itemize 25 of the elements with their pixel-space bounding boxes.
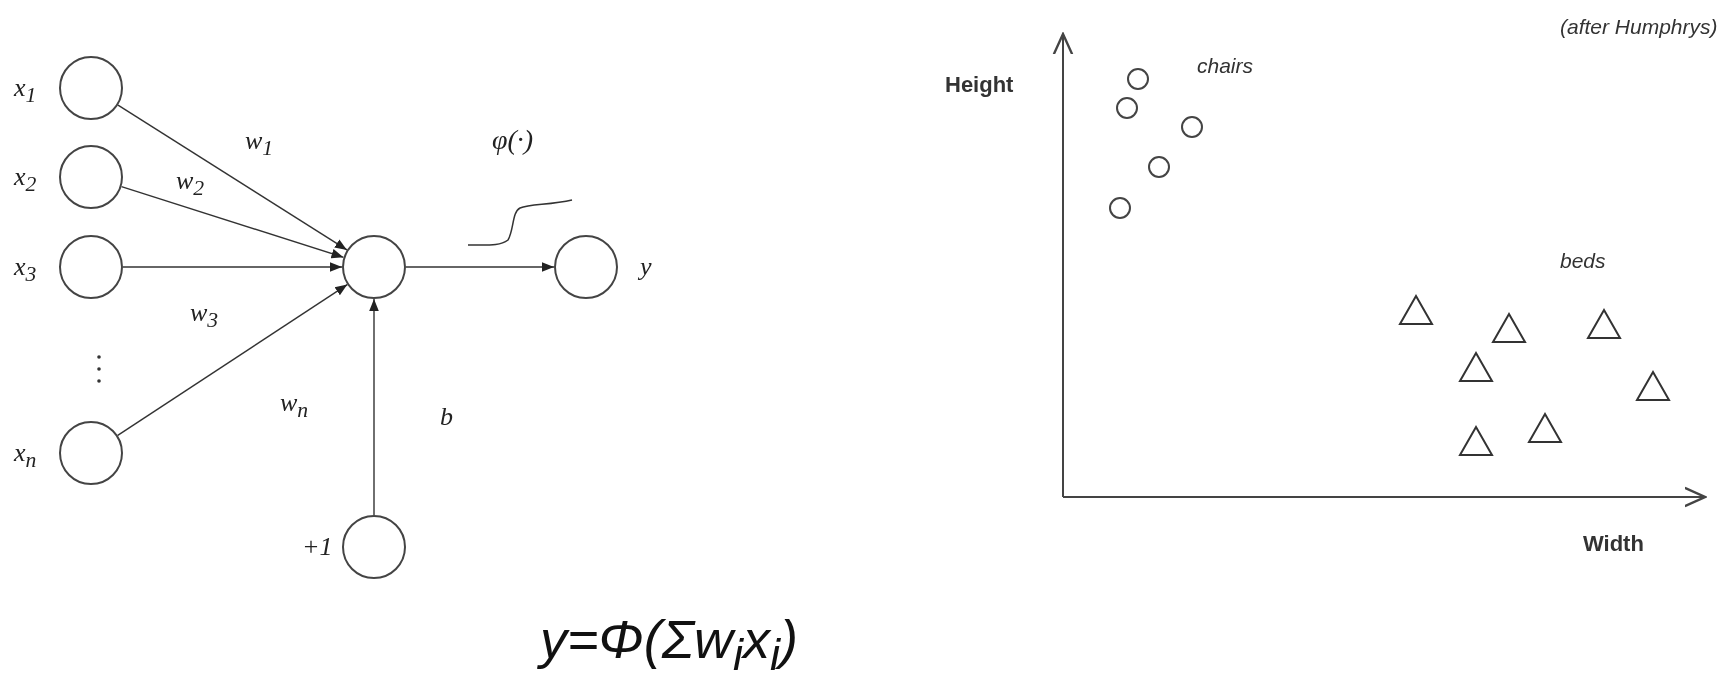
- arrow: [117, 104, 348, 251]
- node-label: +1: [302, 534, 333, 560]
- axis-label: Height: [945, 74, 1014, 96]
- neuron-circle: [59, 56, 123, 120]
- node-label: y: [640, 254, 652, 280]
- attribution-note: (after Humphrys): [1560, 16, 1718, 37]
- arrow: [120, 186, 345, 259]
- node-label: x$_{n}$: [14, 440, 37, 472]
- axis-label: Width: [1583, 533, 1644, 555]
- arrow: [369, 298, 379, 516]
- node-label: x$_{2}$: [14, 164, 37, 196]
- node-label: x$_{1}$: [14, 75, 37, 107]
- neuron-circle: [59, 421, 123, 485]
- function-label: φ(·): [492, 126, 534, 154]
- neuron-circle: [59, 235, 123, 299]
- node-label: x$_{3}$: [14, 254, 37, 286]
- neuron-circle: [342, 235, 406, 299]
- neuron-circle: [342, 515, 406, 579]
- arrow: [117, 283, 348, 437]
- arrow: [405, 262, 555, 272]
- cluster-label: beds: [1560, 250, 1606, 271]
- cluster-label: chairs: [1197, 55, 1254, 76]
- neuron-circle: [554, 235, 618, 299]
- neuron-circle: [59, 145, 123, 209]
- arrow: [122, 262, 343, 272]
